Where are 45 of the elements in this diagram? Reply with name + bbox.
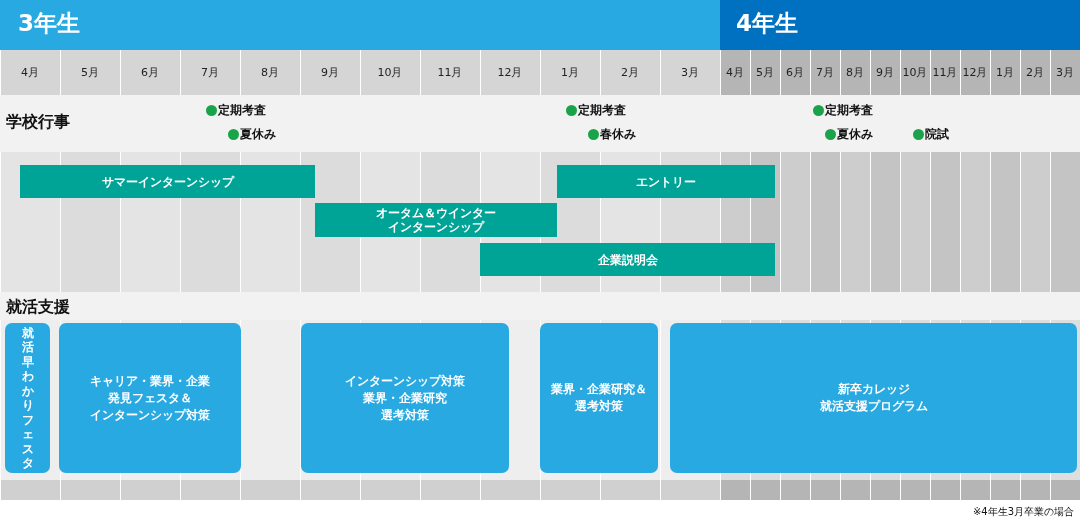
month-label: 10月 (902, 65, 928, 80)
program-card: キャリア・業界・企業発見フェスタ＆インターンシップ対策 (59, 323, 241, 473)
row-heading: 就活支援 (6, 297, 70, 318)
month-label: 2月 (621, 65, 639, 80)
event-label: 定期考査 (578, 101, 626, 119)
month-label: 3月 (1056, 65, 1074, 80)
caption: ※4年生3月卒業の場合 (972, 505, 1074, 519)
program-card: インターンシップ対策業界・企業研究選考対策 (301, 323, 509, 473)
month-label: 4月 (726, 65, 744, 80)
month-label: 6月 (786, 65, 804, 80)
month-label: 11月 (932, 65, 958, 80)
event-label: 夏休み (240, 125, 276, 143)
month-label: 10月 (377, 65, 403, 80)
month-label: 8月 (846, 65, 864, 80)
grade-label: 3年生 (18, 9, 80, 38)
month-label: 7月 (201, 65, 219, 80)
event-label: 夏休み (837, 125, 873, 143)
period-bar: 企業説明会 (480, 243, 775, 276)
event-label: 院試 (925, 125, 949, 143)
month-label: 2月 (1026, 65, 1044, 80)
program-card: 業界・企業研究＆選考対策 (540, 323, 658, 473)
period-bar: サマーインターンシップ (20, 165, 315, 198)
month-label: 4月 (21, 65, 39, 80)
month-label: 9月 (876, 65, 894, 80)
event-label: 春休み (600, 125, 636, 143)
month-label: 6月 (141, 65, 159, 80)
month-label: 5月 (81, 65, 99, 80)
event-label: 定期考査 (218, 101, 266, 119)
program-card: 就活早わかりフェスタ (5, 323, 50, 473)
month-label: 8月 (261, 65, 279, 80)
period-bar: オータム＆ウインターインターンシップ (315, 203, 557, 237)
row-heading: 学校行事 (6, 112, 70, 133)
program-card: 新卒カレッジ就活支援プログラム (670, 323, 1077, 473)
month-label: 1月 (996, 65, 1014, 80)
grade-label: 4年生 (736, 9, 798, 38)
month-label: 3月 (681, 65, 699, 80)
month-label: 1月 (561, 65, 579, 80)
month-label: 9月 (321, 65, 339, 80)
month-label: 12月 (497, 65, 523, 80)
period-bar: エントリー (557, 165, 775, 198)
month-label: 5月 (756, 65, 774, 80)
month-label: 12月 (962, 65, 988, 80)
month-label: 11月 (437, 65, 463, 80)
event-label: 定期考査 (825, 101, 873, 119)
month-label: 7月 (816, 65, 834, 80)
